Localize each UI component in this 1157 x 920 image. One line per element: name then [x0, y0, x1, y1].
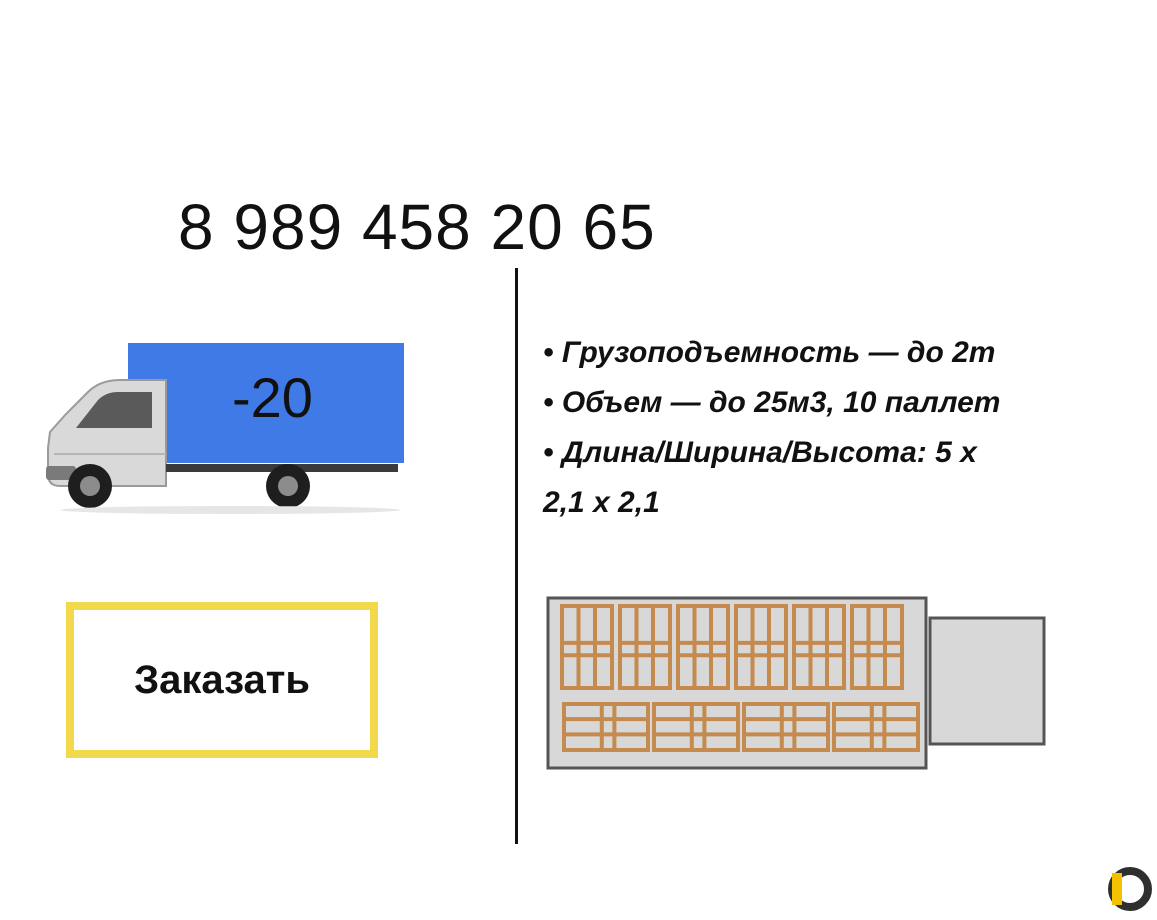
order-button-label: Заказать [134, 657, 310, 702]
avito-logo-icon [1108, 867, 1152, 911]
pallet-upright [676, 604, 730, 690]
spec-dimensions-continued: 2,1 х 2,1 [543, 486, 660, 519]
specs-list: • Грузоподъемность — до 2т • Объем — до … [543, 328, 1043, 528]
spec-volume: • Объем — до 25м3, 10 паллет [543, 386, 1001, 419]
order-button[interactable]: Заказать [66, 602, 378, 758]
pallet-upright [850, 604, 904, 690]
phone-number[interactable]: 8 989 458 20 65 [178, 191, 656, 263]
pallet-upright [560, 604, 614, 690]
pallet-flat [562, 702, 650, 752]
spec-capacity: • Грузоподъемность — до 2т [543, 336, 996, 369]
pallet-upright [792, 604, 846, 690]
truck-label: -20 [232, 366, 313, 429]
pallet-flat [652, 702, 740, 752]
cargo-layout-diagram [546, 596, 1046, 770]
pallet-flat [742, 702, 830, 752]
spec-dimensions: • Длина/Ширина/Высота: 5 х [543, 436, 977, 469]
pallet-upright [734, 604, 788, 690]
truck-icon [46, 343, 404, 514]
pallet-flat [832, 702, 920, 752]
pallet-upright [618, 604, 672, 690]
vertical-divider [515, 268, 518, 844]
